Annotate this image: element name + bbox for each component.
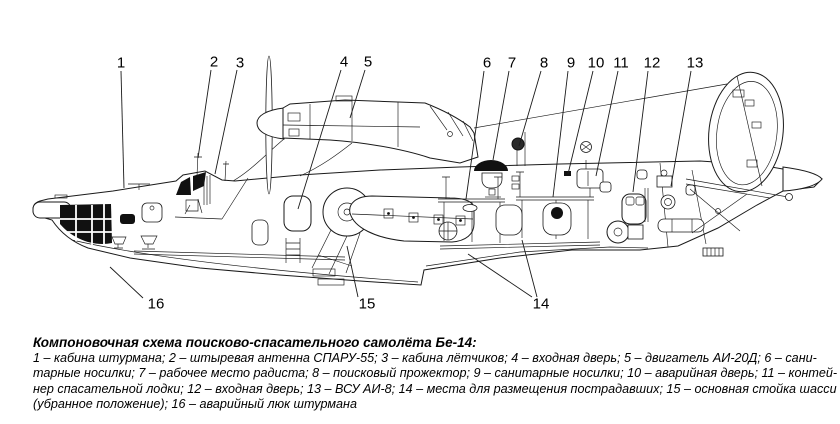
apu-unit: [656, 169, 676, 210]
cockpit: [174, 138, 353, 220]
callout-number-6: 6: [483, 55, 491, 72]
cockpit-floor: [174, 177, 249, 220]
callout-1: 1: [117, 55, 125, 189]
caption-legend-line: нер спасательной лодки; 12 – входная две…: [33, 381, 837, 396]
callout-4: 4: [297, 54, 348, 210]
wing-root-fairing: [232, 138, 353, 182]
callout-number-13: 13: [687, 55, 704, 72]
callout-10: 10: [567, 55, 605, 175]
seat-frame: [203, 175, 211, 205]
windshield-glazing: [176, 177, 191, 195]
nose-side-window: [120, 214, 135, 224]
stretcher-front: [438, 176, 505, 243]
gear-bay-porthole: [438, 221, 458, 241]
emergency-door-latch: [564, 171, 571, 176]
callout-12: 12: [632, 55, 661, 193]
callout-number-15: 15: [359, 296, 376, 313]
far-wing-edge-line: [473, 83, 728, 129]
forward-cabin: [251, 187, 475, 286]
tail-fin: [708, 71, 784, 193]
deck-mast: [223, 160, 229, 182]
entry-door-front: [283, 195, 312, 232]
deck-fitting: [580, 141, 592, 172]
boarding-ladder: [285, 238, 301, 263]
figure-caption: Компоновочная схема поисково-спасательно…: [33, 335, 838, 413]
callout-number-12: 12: [644, 55, 661, 72]
engine-group: [256, 55, 728, 195]
callout-number-14: 14: [533, 296, 550, 313]
callout-2: 2: [197, 54, 218, 159]
nose-glazing: [60, 204, 112, 244]
cabin-equipment-oval: [542, 202, 572, 236]
callout-number-9: 9: [567, 55, 575, 72]
callout-6: 6: [465, 55, 491, 200]
callout-11: 11: [595, 55, 629, 177]
callout-9: 9: [552, 55, 575, 198]
tailplane: [685, 178, 789, 199]
callout-14: 14: [467, 239, 550, 313]
propeller-spinner: [256, 107, 285, 140]
callout-number-16: 16: [148, 296, 165, 313]
callout-number-3: 3: [236, 55, 244, 72]
callout-3: 3: [214, 55, 244, 175]
tail-bumper: [785, 193, 793, 201]
tail-bumper-grille: [702, 247, 724, 257]
callout-number-1: 1: [117, 55, 125, 72]
caption-legend-line: тарные носилки; 7 – рабочее место радист…: [33, 366, 838, 381]
tail-group: [685, 71, 793, 234]
search-light: [511, 132, 526, 166]
callout-5: 5: [349, 54, 372, 119]
callout-15: 15: [346, 245, 376, 313]
navigator-seat: [111, 235, 158, 250]
callout-16: 16: [109, 266, 165, 313]
callout-number-10: 10: [588, 55, 605, 72]
cabin-ladder: [644, 188, 649, 222]
callout-8: 8: [518, 55, 548, 147]
pilot-seat: [184, 198, 203, 215]
canopy-glazing: [193, 172, 206, 191]
caption-title: Компоновочная схема поисково-спасательно…: [33, 335, 477, 350]
rudder-hinge-line: [736, 75, 763, 187]
rear-wheel-porthole: [606, 220, 630, 244]
nose-porthole: [141, 202, 163, 223]
nose-hatch-handle: [54, 194, 68, 199]
liferaft-capsule: [657, 218, 705, 233]
callout-number-2: 2: [210, 54, 218, 71]
caption-legend-line: (убранное положение); 16 – аварийный люк…: [33, 397, 357, 412]
callout-number-5: 5: [364, 54, 372, 71]
tail-braces: [689, 188, 748, 234]
callout-number-8: 8: [540, 55, 548, 72]
main-cabin: [438, 132, 705, 244]
callout-number-7: 7: [508, 55, 516, 72]
callout-number-11: 11: [613, 55, 629, 72]
navigator-cabin: [60, 183, 163, 250]
radist-dome: [474, 160, 508, 171]
tail-cone: [782, 166, 823, 192]
callout-13: 13: [670, 55, 704, 187]
callout-7: 7: [492, 55, 516, 161]
caption-legend-line: 1 – кабина штурмана; 2 – штыревая антенн…: [33, 351, 817, 365]
entry-door-rear: [621, 193, 647, 225]
callout-number-4: 4: [340, 54, 348, 71]
boat-container-hatch: [576, 168, 604, 189]
pitot-probe: [128, 183, 150, 190]
engine-nacelle: [282, 99, 479, 164]
boat-fittings: [383, 208, 466, 226]
